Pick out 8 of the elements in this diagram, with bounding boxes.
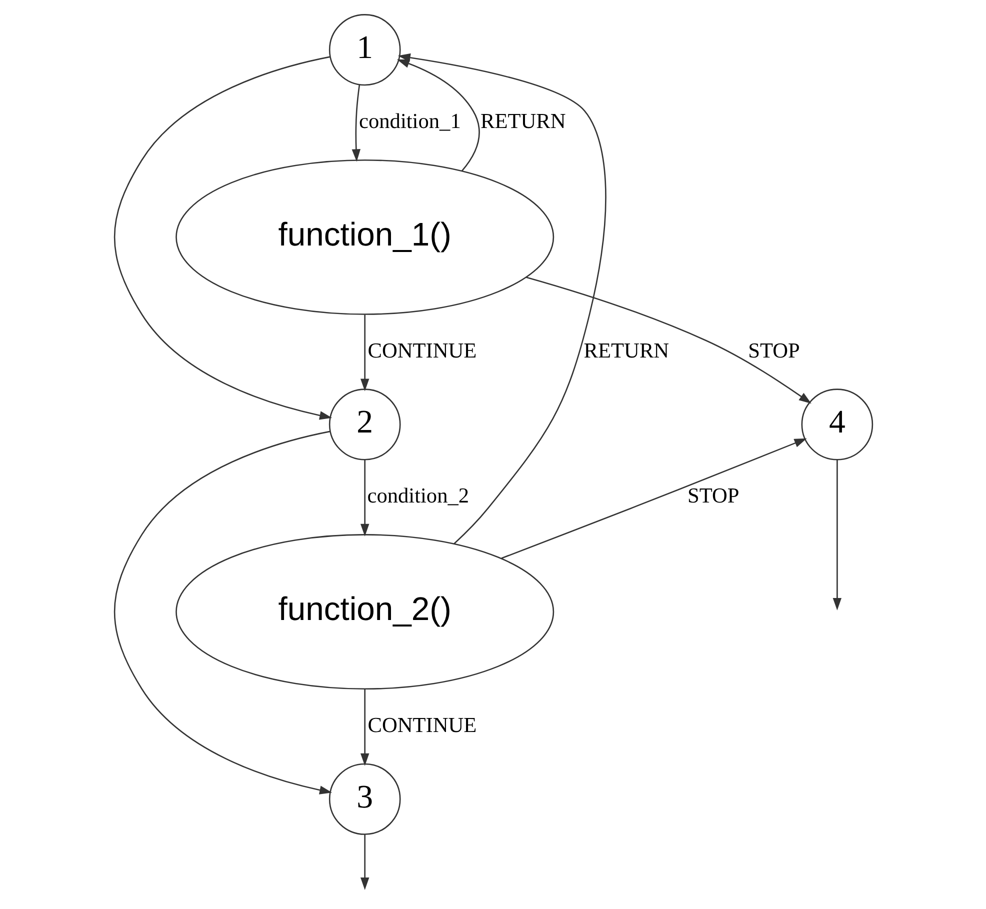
edge-label: condition_2 xyxy=(366,484,469,508)
edge-label: CONTINUE xyxy=(367,338,476,363)
edge-label: STOP xyxy=(748,338,800,363)
edge-label: CONTINUE xyxy=(367,713,476,738)
edge-label: condition_1 xyxy=(358,108,460,133)
edge-label: RETURN xyxy=(480,108,566,133)
edge-label: STOP xyxy=(686,484,739,508)
edge-label: RETURN xyxy=(583,338,669,363)
